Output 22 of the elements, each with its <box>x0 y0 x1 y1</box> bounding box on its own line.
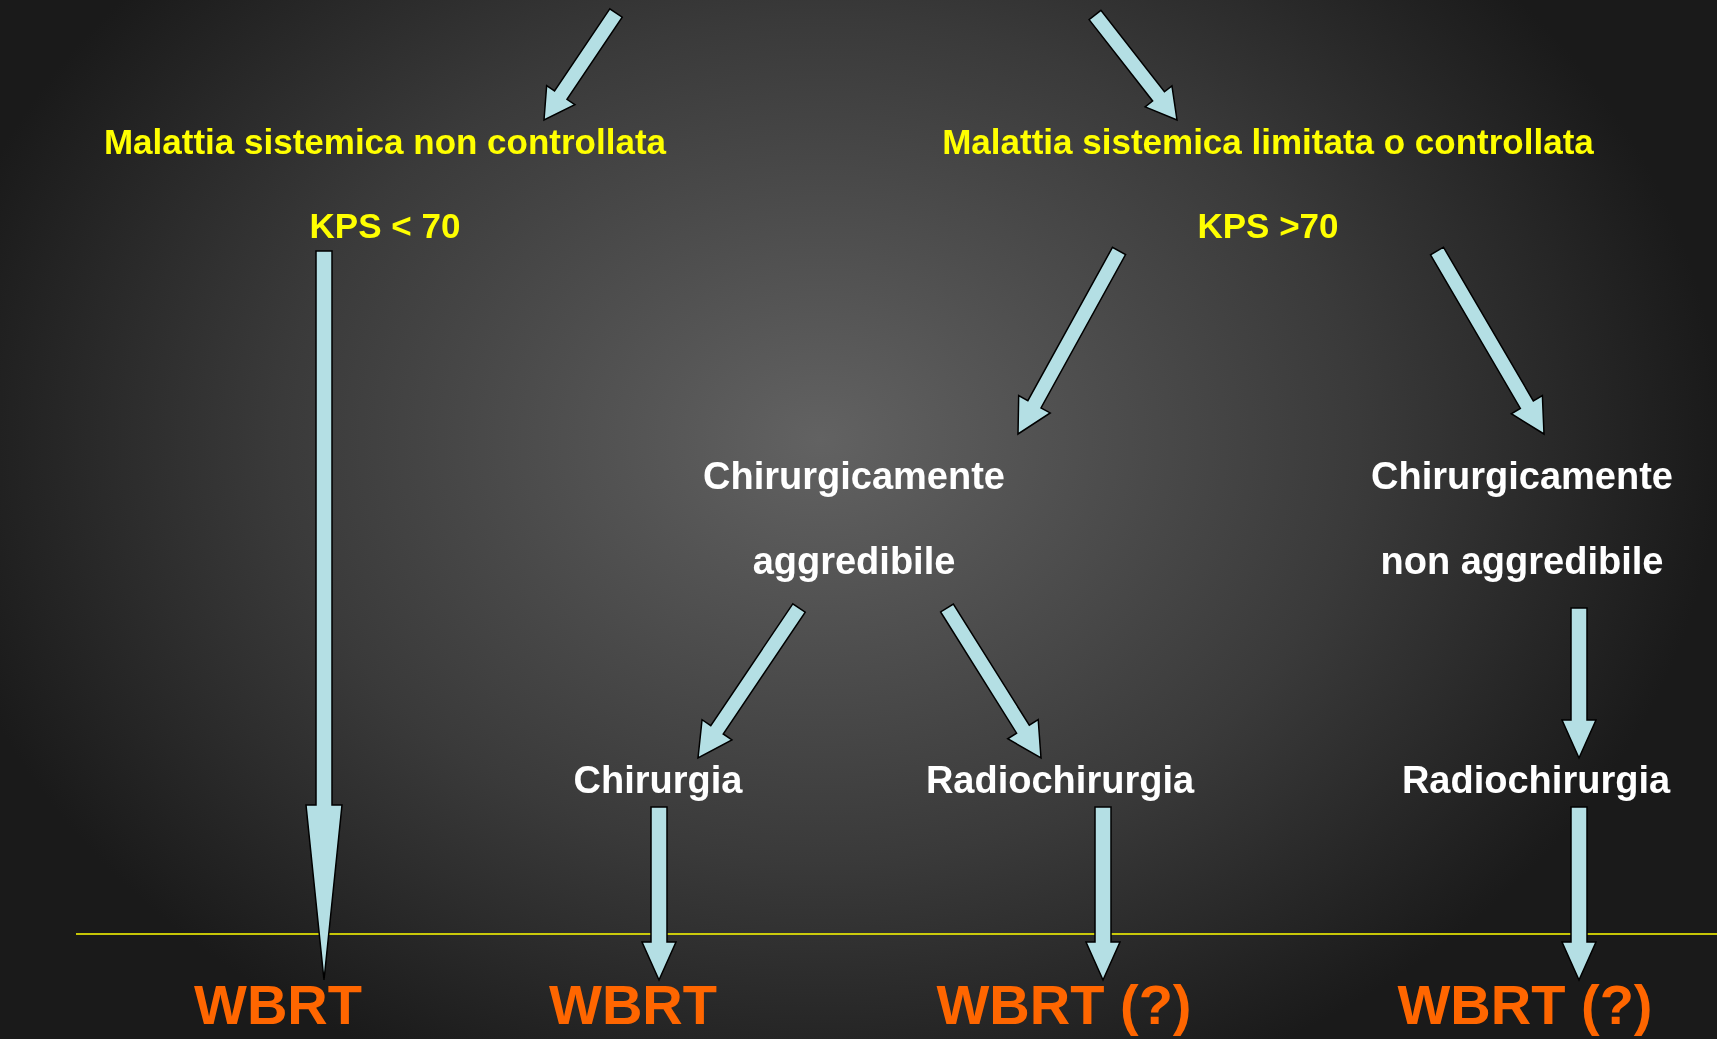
block-arrow <box>543 7 624 122</box>
block-arrow <box>1088 9 1178 122</box>
surgical-option-label: Chirurgicamente aggredibile <box>702 454 1006 584</box>
block-arrow <box>697 602 807 760</box>
block-arrow <box>1017 246 1127 436</box>
block-arrow <box>1429 246 1545 436</box>
block-arrow <box>640 806 678 982</box>
condition-label: KPS >70 <box>1196 205 1340 247</box>
outcome-label: WBRT <box>549 977 717 1033</box>
condition-label: KPS < 70 <box>308 205 462 247</box>
block-arrow <box>1084 806 1122 982</box>
block-arrow <box>305 250 343 981</box>
surgical-option-label: Chirurgicamente non aggredibile <box>1370 454 1674 584</box>
condition-label: Malattia sistemica non controllata <box>103 121 667 163</box>
outcome-label: WBRT <box>194 977 362 1033</box>
condition-label: Malattia sistemica limitata o controllata <box>942 121 1594 163</box>
treatment-label: Chirurgia <box>573 758 743 803</box>
block-arrow <box>939 603 1042 760</box>
treatment-label: Radiochirurgia <box>925 758 1195 803</box>
block-arrow <box>1560 607 1598 760</box>
block-arrow <box>1560 806 1598 982</box>
treatment-label: Radiochirurgia <box>1401 758 1671 803</box>
